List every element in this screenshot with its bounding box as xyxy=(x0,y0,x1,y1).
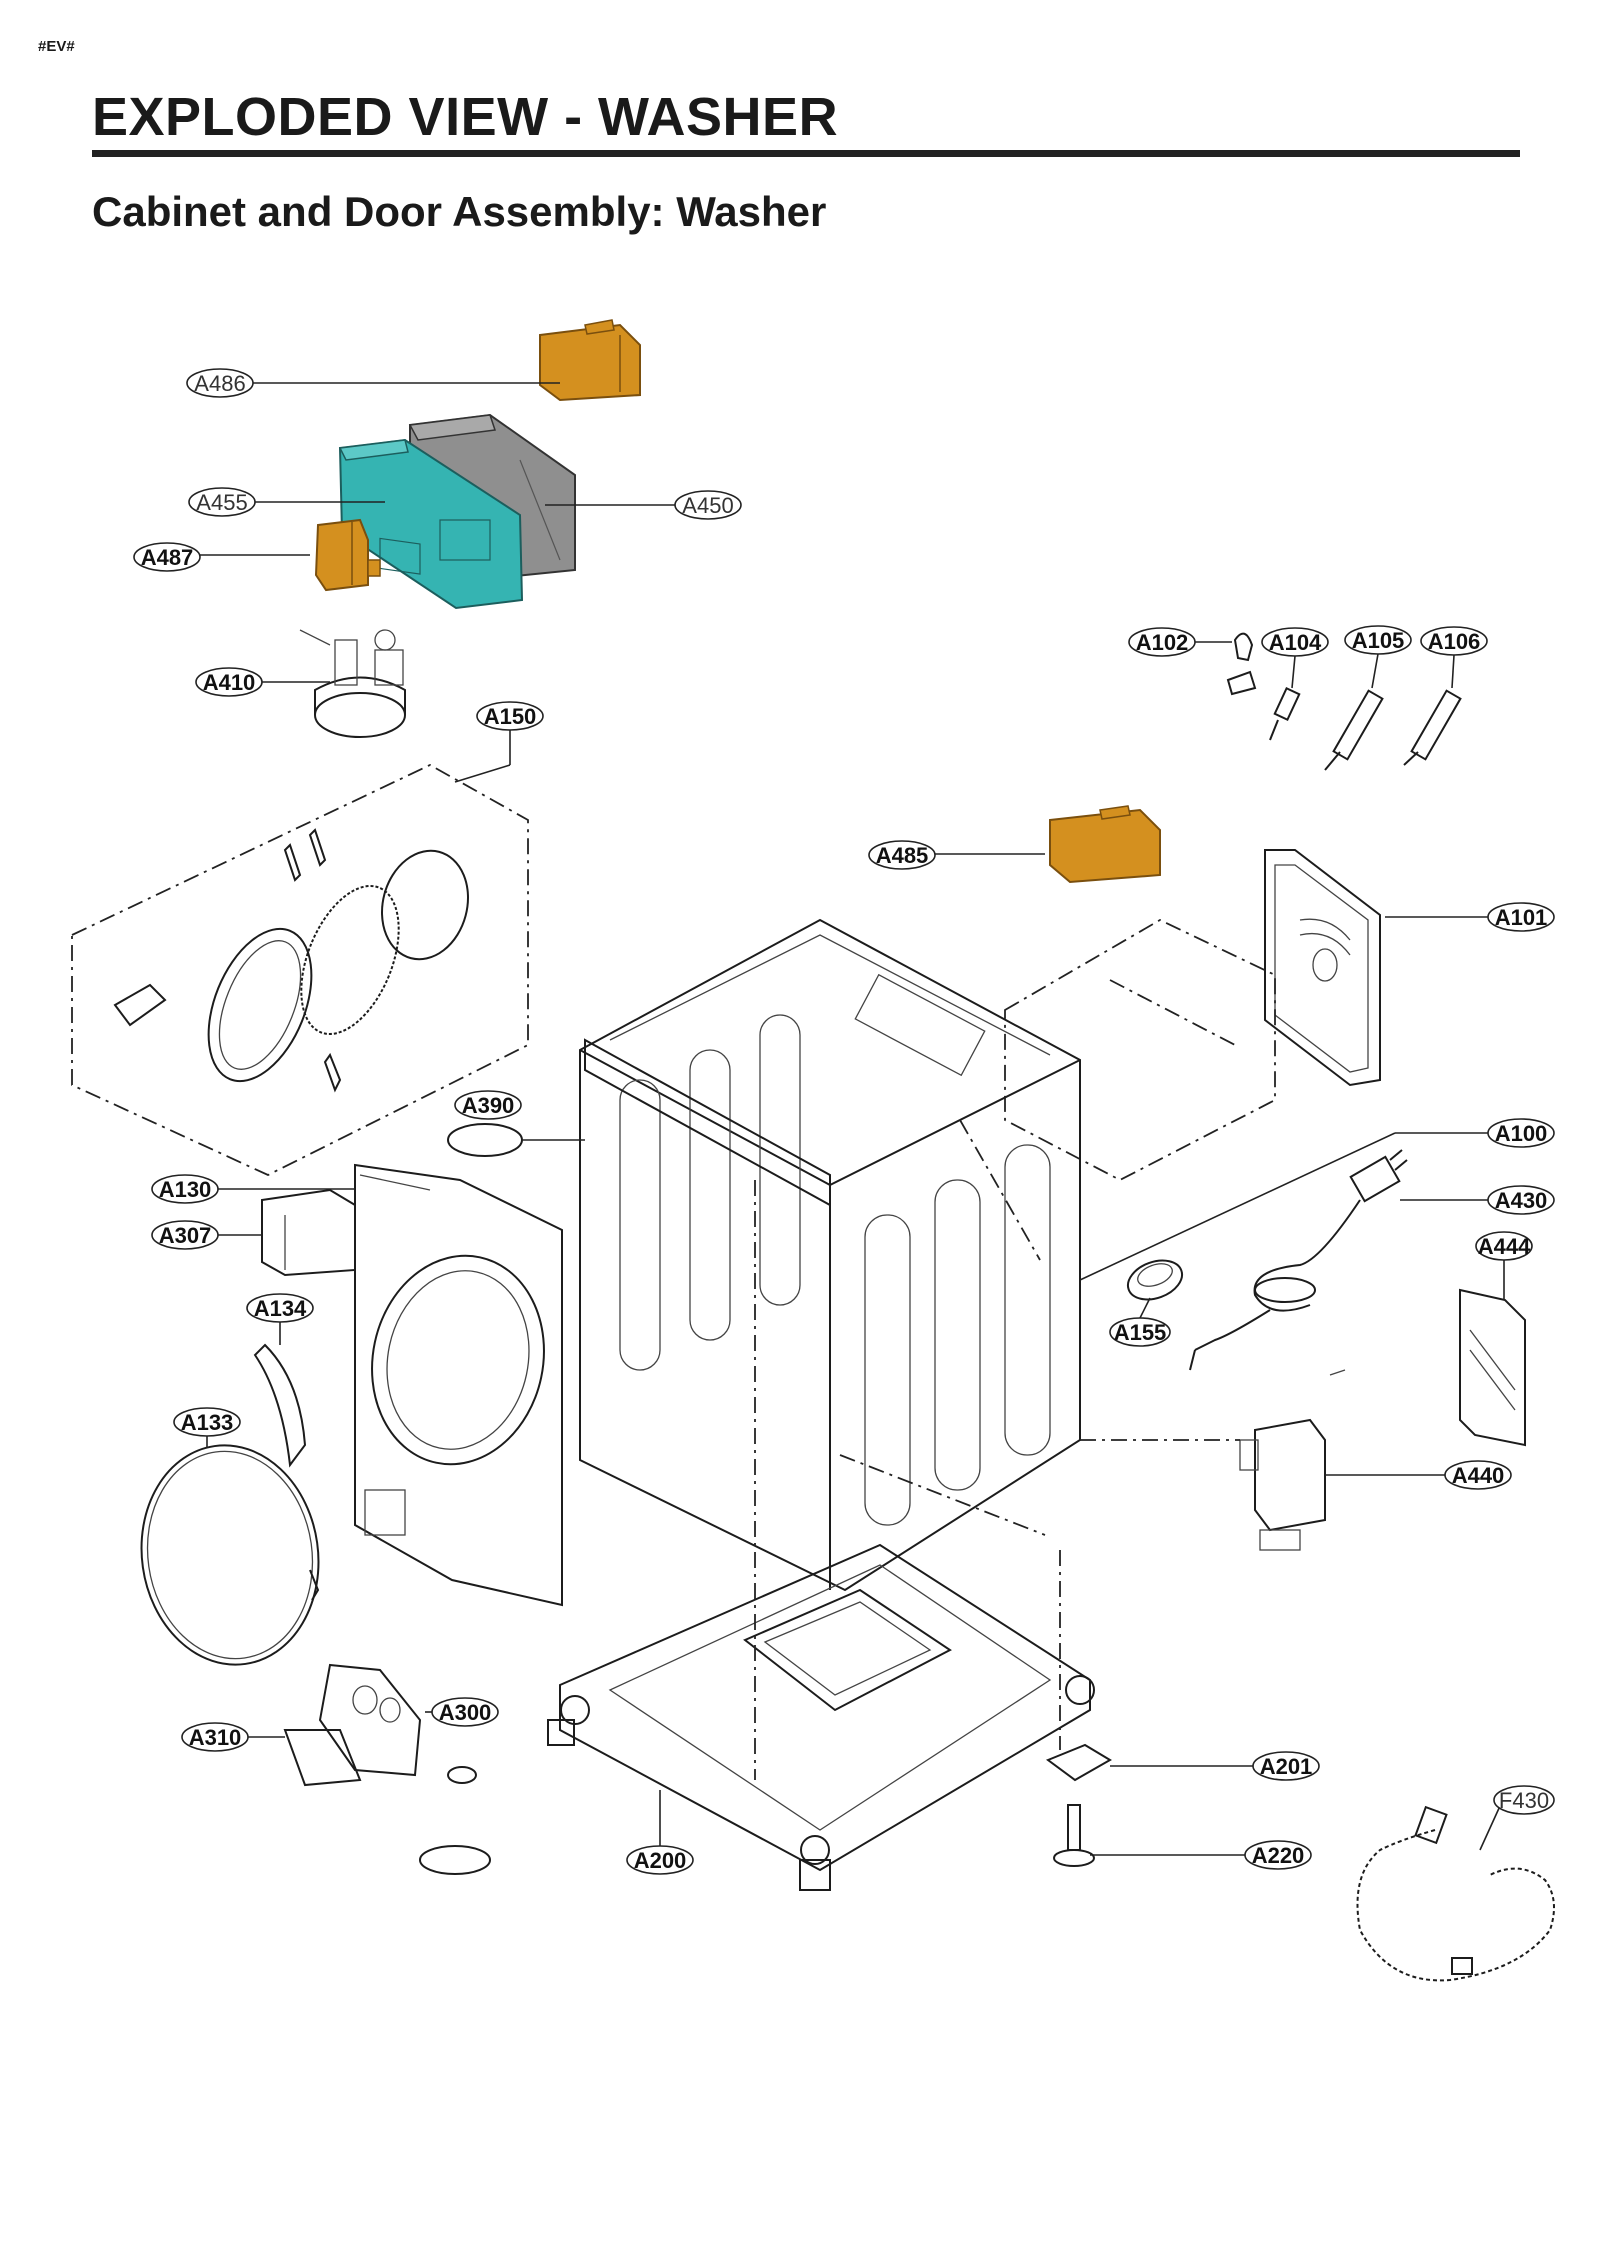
callout-a201: A201 xyxy=(1110,1751,1320,1781)
part-a134-hinge xyxy=(253,1343,307,1468)
callout-a106-label: A106 xyxy=(1428,629,1481,654)
callout-a200: A200 xyxy=(626,1790,694,1875)
part-a220-foot xyxy=(1053,1804,1095,1867)
part-a486-cover xyxy=(539,319,641,402)
callout-a390: A390 xyxy=(454,1090,585,1141)
callout-a155-label: A155 xyxy=(1114,1320,1167,1345)
callout-a101-label: A101 xyxy=(1495,905,1548,930)
callout-f430: F430 xyxy=(1479,1785,1555,1851)
part-a300-plug xyxy=(419,1766,491,1875)
callout-a486: A486 xyxy=(186,368,560,398)
callout-a390-label: A390 xyxy=(462,1093,515,1118)
part-a104-damper xyxy=(1269,687,1301,741)
callout-a486-label: A486 xyxy=(194,371,245,396)
page-title: EXPLODED VIEW - WASHER xyxy=(92,87,839,147)
part-a440-filter xyxy=(1239,1369,1346,1551)
callout-a487: A487 xyxy=(133,542,310,572)
callout-a430-label: A430 xyxy=(1495,1188,1548,1213)
callout-a444: A444 xyxy=(1475,1231,1533,1300)
callout-a105: A105 xyxy=(1344,625,1412,689)
callout-a410-label: A410 xyxy=(203,670,256,695)
callout-a485-label: A485 xyxy=(876,843,929,868)
part-a150-group-outline xyxy=(71,763,529,1176)
callout-a150-label: A150 xyxy=(484,704,537,729)
callout-a300-label: A300 xyxy=(439,1700,492,1725)
callout-a410: A410 xyxy=(195,667,330,697)
callout-a300: A300 xyxy=(425,1697,499,1727)
part-a487-amber-box xyxy=(314,518,381,592)
callout-a104: A104 xyxy=(1261,627,1329,689)
callout-a106: A106 xyxy=(1420,626,1488,689)
callout-a440: A440 xyxy=(1325,1460,1512,1490)
callout-a455-label: A455 xyxy=(196,490,247,515)
part-a200-base xyxy=(547,1543,1095,1891)
callout-a134-label: A134 xyxy=(254,1296,307,1321)
callout-a100-label: A100 xyxy=(1495,1121,1548,1146)
callout-a130: A130 xyxy=(151,1174,355,1204)
callout-a102: A102 xyxy=(1128,627,1232,657)
callout-a430: A430 xyxy=(1400,1185,1555,1215)
part-a300-drawer xyxy=(318,1663,422,1777)
callout-a444-label: A444 xyxy=(1478,1234,1531,1259)
part-a201-bracket xyxy=(1045,1743,1112,1782)
part-a485-cover xyxy=(1049,805,1161,884)
part-a155-grommet xyxy=(1126,1259,1184,1301)
page-marker: #EV# xyxy=(38,38,75,55)
part-a444-bracket xyxy=(1459,1288,1526,1447)
part-a106-damper xyxy=(1403,689,1462,766)
callout-a307: A307 xyxy=(151,1220,262,1250)
part-a100-cabinet xyxy=(579,918,1081,1592)
part-a307-dispenser xyxy=(261,1188,356,1277)
part-a102-clip xyxy=(1226,632,1257,696)
part-a410-valve xyxy=(299,629,406,738)
callout-a105-label: A105 xyxy=(1352,628,1405,653)
callout-a487-label: A487 xyxy=(141,545,194,570)
callout-a200-label: A200 xyxy=(634,1848,687,1873)
section-subtitle: Cabinet and Door Assembly: Washer xyxy=(92,188,827,235)
callout-a220-label: A220 xyxy=(1252,1843,1305,1868)
callout-a450-label: A450 xyxy=(682,493,733,518)
callout-a102-label: A102 xyxy=(1136,630,1189,655)
part-a130-front-panel xyxy=(354,1163,563,1607)
callout-a133: A133 xyxy=(173,1407,241,1448)
part-a150-door-parts xyxy=(113,828,469,1093)
part-a430-power-cord xyxy=(1189,1149,1408,1371)
part-f430-drain-hose xyxy=(1356,1805,1555,1982)
part-a310-lid xyxy=(283,1729,362,1787)
callout-a455: A455 xyxy=(188,487,385,517)
callout-a134: A134 xyxy=(246,1293,314,1345)
callout-a155: A155 xyxy=(1109,1297,1171,1347)
callout-a310-label: A310 xyxy=(189,1725,242,1750)
callout-a307-label: A307 xyxy=(159,1223,212,1248)
callout-a133-label: A133 xyxy=(181,1410,234,1435)
callout-a104-label: A104 xyxy=(1269,630,1322,655)
callout-a101: A101 xyxy=(1385,902,1555,932)
callout-a100: A100 xyxy=(1079,1118,1555,1281)
title-rule xyxy=(92,150,1520,157)
callout-a485: A485 xyxy=(868,840,1045,870)
callout-a310: A310 xyxy=(181,1722,285,1752)
callout-a130-label: A130 xyxy=(159,1177,212,1202)
part-a133-gasket xyxy=(140,1444,320,1666)
part-a390-cover xyxy=(447,1123,523,1157)
callout-f430-label: F430 xyxy=(1499,1788,1549,1813)
callout-a201-label: A201 xyxy=(1260,1754,1313,1779)
callout-a450: A450 xyxy=(545,490,742,520)
part-a101-projection xyxy=(1004,918,1276,1182)
part-a101-back-panel xyxy=(1264,849,1381,1087)
callout-a440-label: A440 xyxy=(1452,1463,1505,1488)
callout-a220: A220 xyxy=(1090,1840,1312,1870)
part-a105-damper xyxy=(1324,689,1384,771)
callout-a150: A150 xyxy=(454,701,544,783)
